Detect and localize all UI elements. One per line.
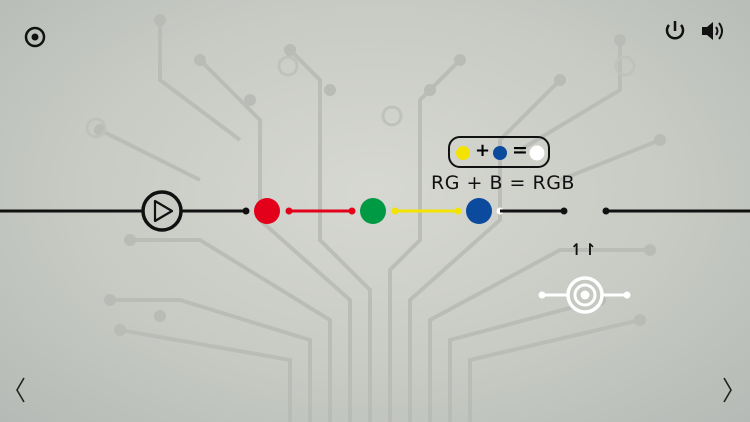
play-icon <box>153 199 174 223</box>
hint-plus: + <box>475 140 491 161</box>
hint-equals: = <box>512 139 528 161</box>
rotatable-connector[interactable] <box>538 276 631 314</box>
chevron-left-icon[interactable] <box>16 377 25 403</box>
settings-icon[interactable] <box>24 26 46 48</box>
hint-dots <box>456 145 545 161</box>
speaker-icon[interactable] <box>702 22 723 40</box>
green-node[interactable] <box>360 198 386 224</box>
rotate-hint-icon: ↿↾ <box>570 240 597 259</box>
red-node[interactable] <box>254 198 280 224</box>
wire-node <box>242 207 250 215</box>
color-formula: RG + B = RGB <box>431 172 575 194</box>
blue-node[interactable] <box>466 198 492 224</box>
power-icon[interactable] <box>665 21 685 40</box>
color-hint-box: + = <box>448 136 550 168</box>
chevron-right-icon[interactable] <box>723 377 732 403</box>
play-button[interactable] <box>141 190 183 232</box>
blue-dot <box>493 146 507 160</box>
